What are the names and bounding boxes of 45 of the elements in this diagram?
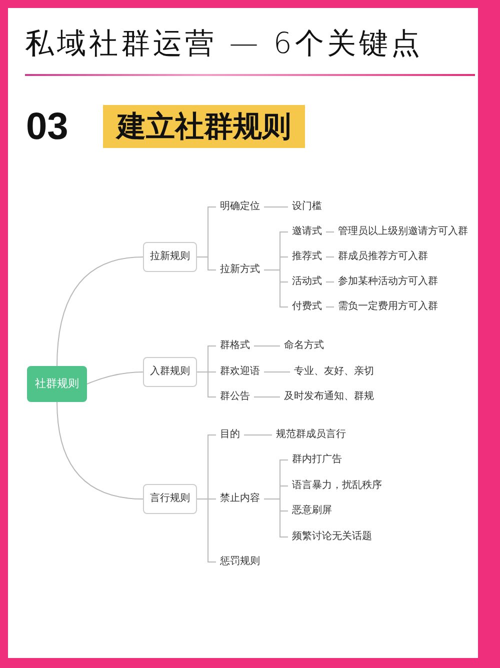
topic-text: 专业、友好、亲切 [290,365,378,379]
topic-text: 群成员推荐方可入群 [334,250,432,264]
topic-text: 推荐式 [288,250,326,264]
topic-text: 活动式 [288,275,326,289]
connector-line [264,498,288,538]
topic-text: 惩罚规则 [216,555,264,569]
topic-text: 规范群成员言行 [272,428,350,442]
topic-text: 设门槛 [288,200,326,214]
topic-text: 群内打广告 [288,453,346,467]
connector-line [326,256,334,258]
topic-text: 明确定位 [216,200,264,214]
topic-text: 及时发布通知、群规 [280,390,378,404]
topic-text: 需负一定费用方可入群 [334,300,442,314]
section-heading: 建立社群规则 [103,105,305,148]
root-topic-box: 社群规则 [27,366,87,402]
connector-line [56,402,144,500]
topic-box: 拉新规则 [143,242,197,272]
section-number: 03 [26,106,68,149]
topic-text: 拉新方式 [216,263,264,277]
connector-line [244,434,272,436]
topic-text: 参加某种活动方可入群 [334,275,442,289]
topic-text: 群公告 [216,390,254,404]
topic-text: 恶意刷屏 [288,504,336,518]
connector-line [56,256,144,366]
connector-line [254,396,280,398]
topic-text: 禁止内容 [216,492,264,506]
topic-text: 语言暴力，扰乱秩序 [288,479,386,493]
topic-text: 邀请式 [288,225,326,239]
topic-text: 目的 [216,428,244,442]
topic-text: 频繁讨论无关话题 [288,530,376,544]
topic-text: 命名方式 [280,339,328,353]
page-title: 私域社群运营 — 6个关键点 [25,25,424,62]
connector-line [264,270,288,308]
connector-line [86,372,144,384]
topic-box: 入群规则 [143,357,197,387]
connector-line [264,206,288,208]
connector-line [196,498,216,562]
topic-text: 群格式 [216,339,254,353]
connector-line [326,306,334,308]
connector-line [196,372,216,398]
topic-text: 管理员以上级别邀请方可入群 [334,225,472,239]
topic-text: 付费式 [288,300,326,314]
connector-line [196,256,216,270]
topic-box: 言行规则 [143,484,197,514]
topic-text: 群欢迎语 [216,365,264,379]
